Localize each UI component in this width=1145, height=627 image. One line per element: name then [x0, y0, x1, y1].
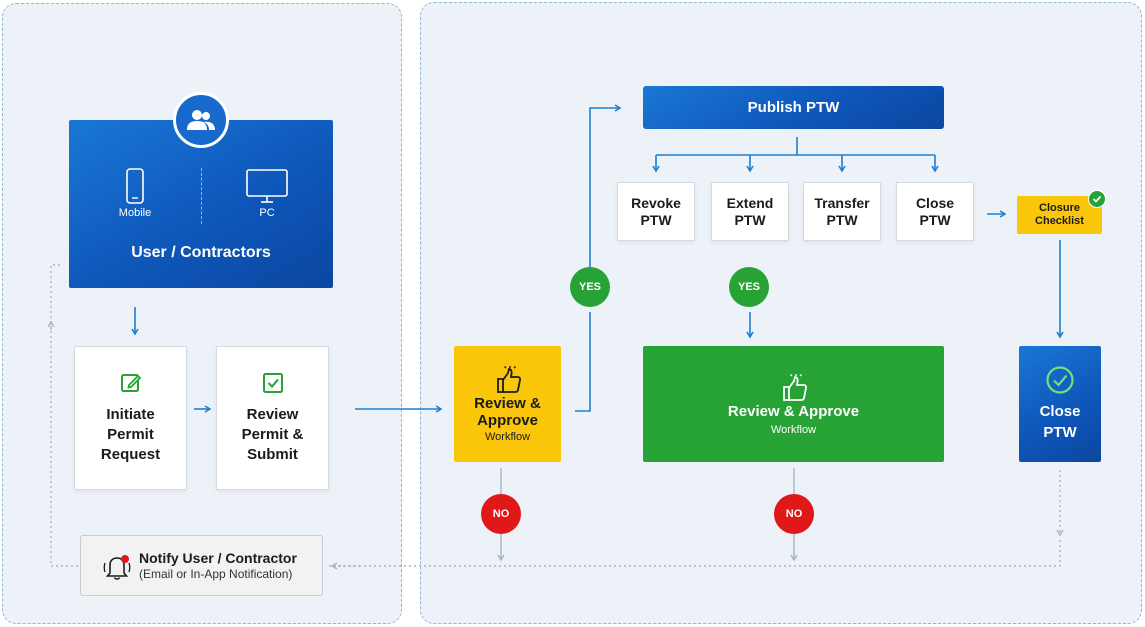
review-submit-line-2: Permit & — [241, 426, 304, 443]
thumbs-up-icon — [782, 373, 807, 401]
review-approve-workflow-green: Review & Approve Workflow — [643, 346, 944, 462]
no-decision: NO — [481, 494, 521, 534]
transfer-line-2: PTW — [826, 211, 858, 228]
pc-label: PC — [259, 207, 275, 219]
revoke-line-1: Revoke — [631, 194, 681, 211]
close-ptw-card: Close PTW — [896, 182, 974, 241]
mobile-label: Mobile — [118, 207, 152, 219]
close-action-line-1: Close — [915, 194, 955, 211]
extend-line-1: Extend — [726, 194, 774, 211]
desktop-monitor-icon — [246, 169, 288, 203]
review-small-line-1: Review & — [474, 395, 541, 412]
device-separator — [201, 168, 202, 224]
close-ptw-line-2: PTW — [1043, 424, 1077, 441]
thumbs-up-icon — [496, 366, 521, 393]
closure-checklist-box: Closure Checklist — [1017, 196, 1102, 234]
review-big-sub: Workflow — [770, 423, 817, 436]
review-approve-workflow-yellow: Review & Approve Workflow — [454, 346, 561, 462]
no-decision: NO — [774, 494, 814, 534]
close-ptw-final-box: Close PTW — [1019, 346, 1101, 462]
notify-user-contractor-box: Notify User / Contractor (Email or In-Ap… — [80, 535, 323, 596]
mobile-phone-icon — [126, 168, 144, 204]
users-icon — [187, 110, 215, 130]
checkbox-icon — [262, 373, 283, 393]
pc-device: PC — [229, 168, 305, 219]
users-badge — [173, 92, 229, 148]
edit-icon — [120, 374, 141, 392]
close-ptw-text: Close PTW — [1040, 401, 1081, 443]
review-submit-line-3: Submit — [247, 446, 298, 463]
transfer-line-1: Transfer — [814, 194, 870, 211]
notify-subtitle: (Email or In-App Notification) — [139, 567, 293, 581]
review-small-line-2: Approve — [477, 412, 538, 429]
extend-line-2: PTW — [734, 211, 766, 228]
checkmark-icon — [1092, 195, 1102, 203]
review-permit-submit-card: Review Permit & Submit — [216, 346, 329, 490]
initiate-line-2: Permit — [107, 426, 154, 443]
closure-line-2: Checklist — [1035, 215, 1084, 227]
check-circle-icon — [1046, 366, 1074, 394]
review-small-sub: Workflow — [484, 431, 531, 443]
close-action-line-2: PTW — [919, 211, 951, 228]
yes-decision: YES — [570, 267, 610, 307]
revoke-line-2: PTW — [640, 211, 672, 228]
user-contractors-title: User / Contractors — [131, 244, 271, 261]
check-badge-icon — [1088, 190, 1106, 208]
initiate-line-3: Request — [100, 446, 161, 463]
review-big-title: Review & Approve — [727, 402, 860, 420]
notify-title: Notify User / Contractor — [139, 550, 297, 566]
user-contractors-box: Mobile PC User / Contractors — [69, 120, 333, 288]
close-ptw-line-1: Close — [1039, 403, 1081, 420]
yes-decision: YES — [729, 267, 769, 307]
revoke-ptw-card: Revoke PTW — [617, 182, 695, 241]
mobile-device: Mobile — [97, 168, 173, 219]
publish-ptw-box: Publish PTW — [643, 86, 944, 129]
transfer-ptw-card: Transfer PTW — [803, 182, 881, 241]
initiate-line-1: Initiate — [106, 406, 155, 423]
bell-icon — [103, 555, 131, 580]
review-submit-line-1: Review — [246, 406, 299, 423]
closure-line-1: Closure — [1039, 202, 1080, 214]
extend-ptw-card: Extend PTW — [711, 182, 789, 241]
initiate-permit-request-card: Initiate Permit Request — [74, 346, 187, 490]
